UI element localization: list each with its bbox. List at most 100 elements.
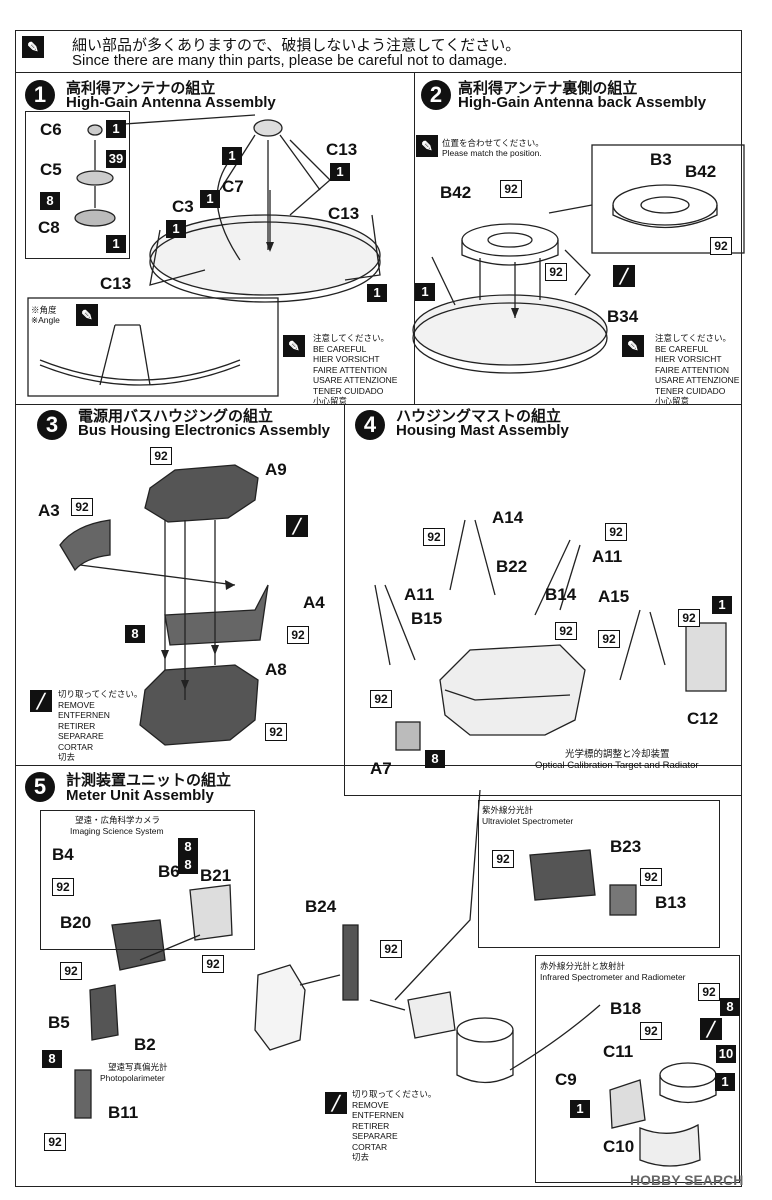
careful-line: FAIRE ATTENTION [655,364,729,375]
part-label: B13 [655,893,687,912]
position-note-ja: 位置を合わせてください。 [442,138,544,148]
remove-line: 切り取ってください。 [58,689,143,699]
part-label: C6 [40,120,62,139]
remove-line: CORTAR [352,1141,388,1152]
part-badge: 92 [678,609,700,627]
careful-line: HIER VORSICHT [655,354,722,364]
step4-frame [344,404,742,796]
angle-note-en: ※Angle [31,315,60,325]
ir-en: Infrared Spectrometer and Radiometer [540,972,686,982]
uv-inset-frame [478,800,720,948]
careful-note: 注意してください。 BE CAREFUL HIER VORSICHT FAIRE… [655,333,739,407]
part-badge: 8 [720,998,740,1016]
part-label: B20 [60,913,92,932]
part-label: B23 [610,837,642,856]
part-badge: 1 [106,120,126,138]
iss-ja: 望遠・広角科学カメラ [75,815,161,825]
careful-line: TENER CUIDADO [655,385,726,396]
part-badge: 1 [415,283,435,301]
step1-title-ja: 高利得アンテナの組立 [66,80,216,97]
part-badge: 92 [150,447,172,465]
part-badge: 92 [423,528,445,546]
step1-inset-frame [25,111,130,259]
cut-icon: ╱ [325,1092,347,1114]
calibration-caption-ja: 光学標的調整と冷却装置 [565,749,670,760]
part-label: C7 [222,177,244,196]
careful-line: BE CAREFUL [313,343,367,354]
careful-line: BE CAREFUL [655,343,709,354]
careful-line: HIER VORSICHT [313,354,380,364]
caution-icon: ✎ [283,335,305,357]
part-badge: 92 [640,1022,662,1040]
part-label: B24 [305,897,337,916]
part-badge: 92 [598,630,620,648]
part-label: C13 [328,204,360,223]
part-badge: 92 [287,626,309,644]
careful-line: 注意してください。 [313,333,389,343]
step1-title-en: High-Gain Antenna Assembly [66,94,276,111]
careful-line: TENER CUIDADO [313,385,384,396]
step2-title-en: High-Gain Antenna back Assembly [458,94,707,111]
part-badge: 1 [367,284,387,302]
header-line-ja: 細い部品が多くありますので、破損しないよう注意してください。 [72,37,521,54]
uv-en: Ultraviolet Spectrometer [482,816,574,826]
part-label: C10 [603,1137,635,1156]
caution-icon: ✎ [76,304,98,326]
caution-icon: ✎ [416,135,438,157]
remove-line: SEPARARE [58,731,104,741]
uv-ja: 紫外線分光計 [482,805,534,815]
remove-line: CORTAR [58,741,94,752]
careful-line: 注意してください。 [655,333,731,343]
step5-title-ja: 計測装置ユニットの組立 [66,772,232,789]
part-label: B5 [48,1013,70,1032]
part-badge: 92 [202,955,224,973]
cut-icon: ╱ [613,265,635,287]
part-badge: 1 [200,190,220,208]
remove-line: REMOVE [58,699,95,710]
cut-icon: ╱ [30,690,52,712]
step4-number: 4 [355,410,385,440]
part-badge: 92 [60,962,82,980]
part-label: A15 [598,587,630,606]
part-badge: 92 [492,850,514,868]
iss-en: Imaging Science System [70,826,164,836]
careful-line: 小心留意 [313,396,348,406]
part-badge: 92 [640,868,662,886]
part-label: A14 [492,508,524,527]
remove-line: RETIRER [58,720,96,731]
part-label: A8 [265,660,287,679]
pp-en: Photopolarimeter [100,1073,165,1083]
remove-line: 切り取ってください。 [352,1089,437,1099]
careful-line: USARE ATTENZIONE [313,375,398,385]
part-label: A11 [592,547,623,566]
part-badge: 10 [716,1045,736,1063]
part-badge: 92 [555,622,577,640]
part-badge: 1 [715,1073,735,1091]
part-badge: 1 [570,1100,590,1118]
part-label: C13 [100,274,132,293]
part-badge: 92 [710,237,732,255]
part-label: B6 [158,862,180,881]
part-label: B21 [200,866,232,885]
remove-line: RETIRER [352,1120,390,1131]
remove-line: ENTFERNEN [58,710,110,720]
part-badge: 92 [52,878,74,896]
remove-note: 切り取ってください。 REMOVE ENTFERNEN RETIRER SEPA… [352,1089,436,1163]
part-label: B34 [607,307,639,326]
cut-icon: ╱ [700,1018,722,1040]
ir-ja: 赤外線分光計と放射計 [540,961,626,971]
part-label: A7 [370,759,392,778]
part-badge: 1 [330,163,350,181]
step3-title-ja: 電源用バスハウジングの組立 [78,408,274,425]
watermark: HOBBY SEARCH [630,1172,744,1188]
part-label: C5 [40,160,62,179]
pp-ja: 望遠写真偏光計 [108,1062,168,1072]
part-badge: 8 [178,856,198,874]
part-label: B2 [134,1035,156,1054]
part-badge: 8 [40,192,60,210]
part-badge: 8 [425,750,445,768]
angle-note-ja: ※角度 [31,305,57,315]
part-badge: 39 [106,150,126,168]
part-badge: 92 [370,690,392,708]
